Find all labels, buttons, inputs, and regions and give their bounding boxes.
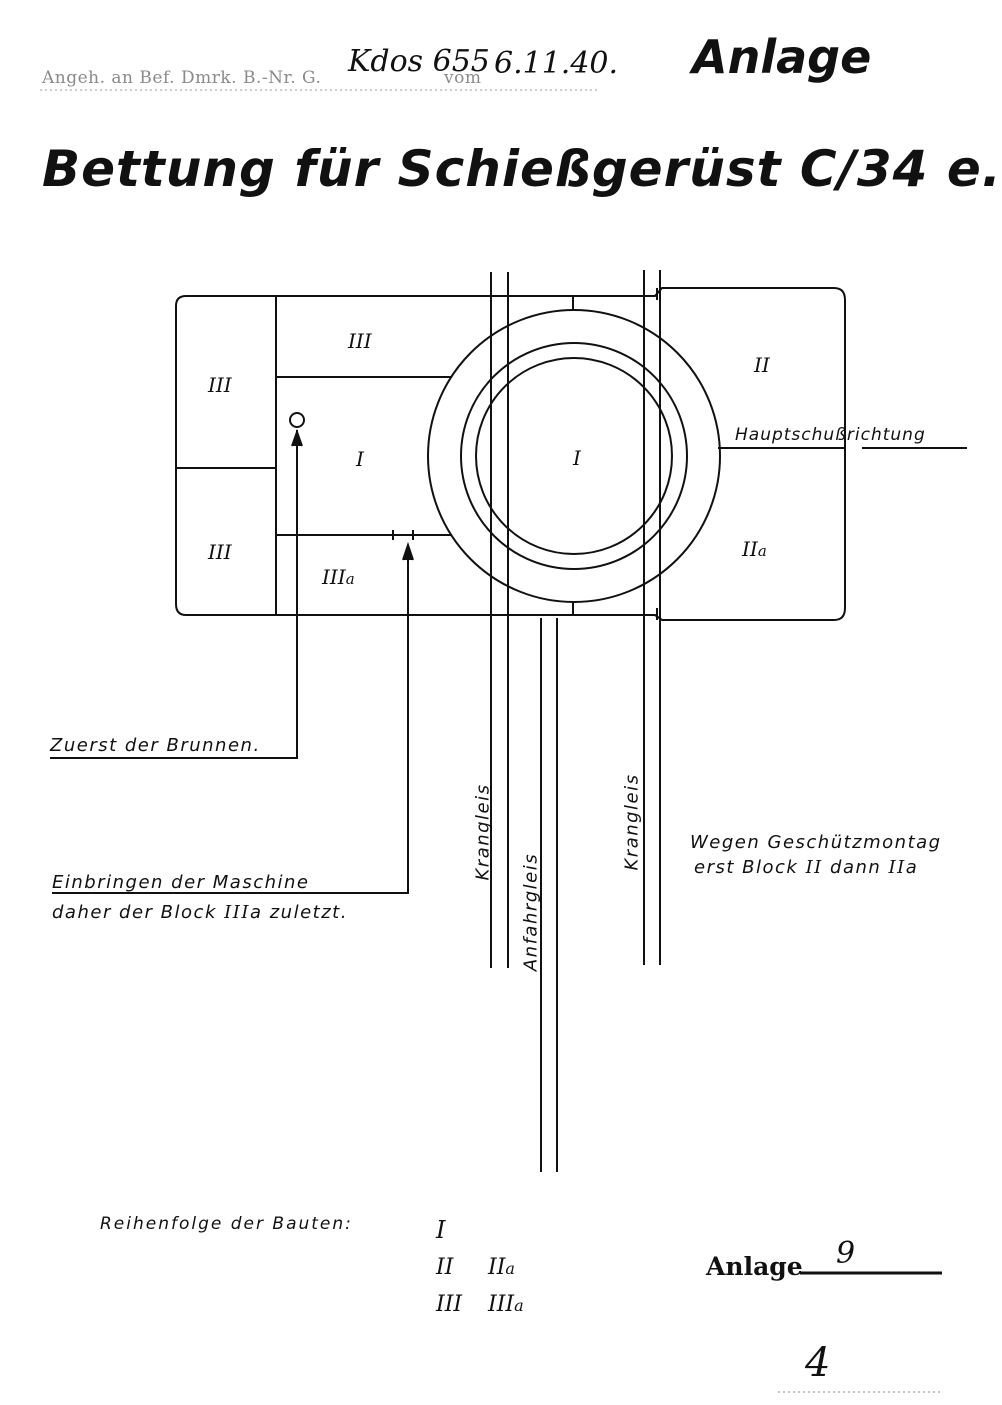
maschine-leader xyxy=(52,545,409,894)
block-label-center: I xyxy=(573,446,581,470)
maschine-arrow-head xyxy=(402,541,414,561)
direction-label: Hauptschußrichtung xyxy=(735,425,926,445)
ring-middle xyxy=(460,342,688,570)
anlage-footer-label: Anlage xyxy=(706,1252,803,1281)
block-label-middle: I xyxy=(356,447,364,471)
krangleis-right-label: Krangleis xyxy=(621,773,643,871)
block-label-right-upper: II xyxy=(754,353,770,377)
stamp-text: Angeh. an Bef. Dmrk. B.-Nr. G. xyxy=(42,68,322,88)
page-number: 4 xyxy=(805,1340,831,1386)
order-row-3-a: III xyxy=(436,1292,463,1317)
stamp-vom: vom xyxy=(444,68,482,88)
block-label-left-lower: III xyxy=(208,540,232,564)
order-label: Reihenfolge der Bauten: xyxy=(100,1214,353,1234)
stamp-dotted-line xyxy=(40,89,600,91)
well-marker xyxy=(289,412,305,428)
stamp-date: 6.11.40. xyxy=(494,46,619,81)
order-row-3-b: IIIa xyxy=(488,1292,524,1317)
brunnen-arrow-head xyxy=(291,429,303,447)
block-label-right-lower: IIa xyxy=(742,537,767,561)
wegen-note-line2: erst Block II dann IIa xyxy=(694,857,919,878)
block-label-top-middle: III xyxy=(348,329,372,353)
anlage-heading: Anlage xyxy=(692,30,872,84)
order-row-1: I xyxy=(436,1216,446,1244)
maschine-note-line1: Einbringen der Maschine xyxy=(52,872,310,893)
anlage-footer-number: 9 xyxy=(836,1236,856,1271)
anfahrgleis-label: Anfahrgleis xyxy=(520,852,542,972)
maschine-note-line2: daher der Block IIIa zuletzt. xyxy=(52,902,348,923)
ring-inner xyxy=(475,357,673,555)
page-title: Bettung für Schießgerüst C/34 e. xyxy=(42,140,1002,198)
krangleis-left-label: Krangleis xyxy=(472,783,494,881)
stamp-number: Kdos 655 xyxy=(348,44,490,79)
block-label-bottom-middle: IIIa xyxy=(322,565,355,589)
brunnen-note: Zuerst der Brunnen. xyxy=(50,735,261,756)
ring-outer xyxy=(427,309,721,603)
order-row-2-b: IIa xyxy=(488,1255,515,1280)
brunnen-leader xyxy=(50,430,298,759)
slab-outline xyxy=(175,287,846,621)
order-row-2-a: II xyxy=(436,1255,454,1280)
wegen-note-line1: Wegen Geschützmontag xyxy=(690,832,942,853)
block-label-left-upper: III xyxy=(208,373,232,397)
